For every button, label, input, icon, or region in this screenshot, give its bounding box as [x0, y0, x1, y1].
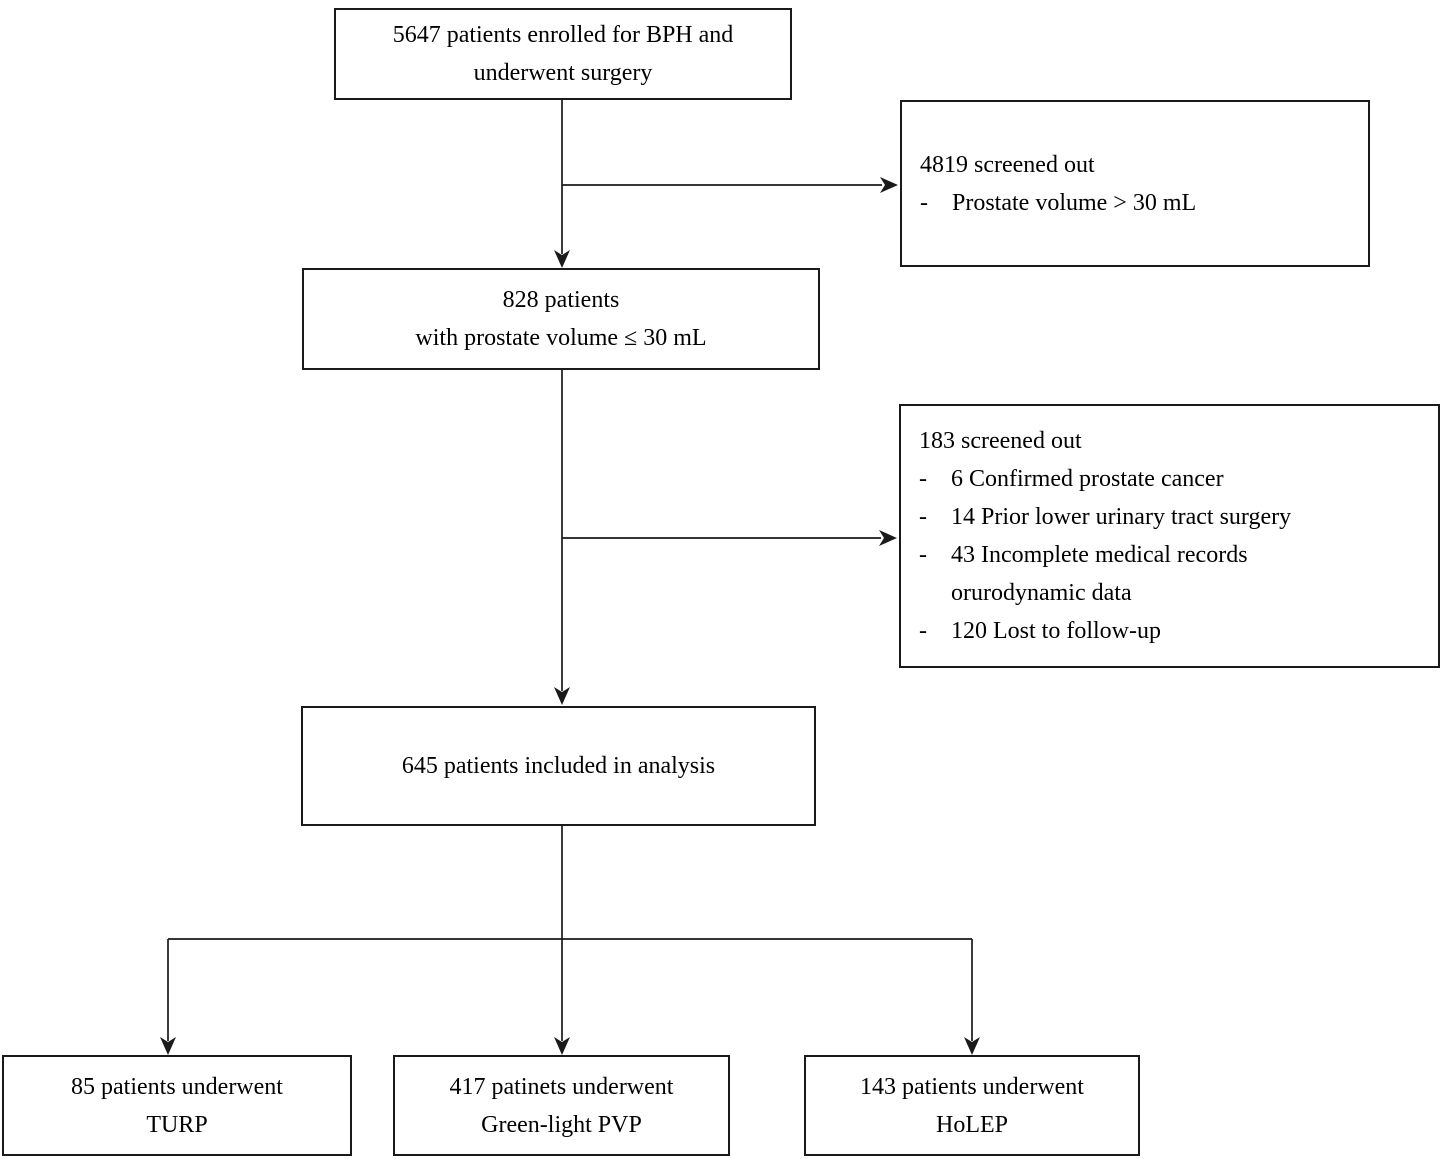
- exclusion-bullet: -: [919, 466, 927, 492]
- box-holep: 143 patients underwent HoLEP: [804, 1055, 1140, 1156]
- exclusion-bullet: -: [920, 189, 928, 216]
- exclusion-bullet: -: [919, 504, 927, 530]
- exclusion-item: - 14 Prior lower urinary tract surgery: [919, 498, 1428, 536]
- box-eligible-line-1: 828 patients: [502, 287, 620, 313]
- box-holep-line-1: 143 patients underwent: [860, 1073, 1084, 1100]
- exclusion-text: 120 Lost to follow-up: [951, 618, 1161, 644]
- box-pvp: 417 patinets underwent Green-light PVP: [393, 1055, 730, 1156]
- exclusion-text: 43 Incomplete medical records: [951, 542, 1248, 568]
- box-analysis-line-1: 645 patients included in analysis: [401, 753, 716, 779]
- exclusion-item: - Prostate volume > 30 mL: [920, 184, 1358, 222]
- exclusion-bullet: -: [919, 618, 927, 644]
- arrowhead-right-screened-1: [880, 177, 898, 193]
- arrowhead-down-analysis: [554, 687, 570, 705]
- box-turp-line-2: TURP: [146, 1111, 208, 1138]
- box-screened-out-2: 183 screened out - 6 Confirmed prostate …: [899, 404, 1440, 668]
- exclusion-item: - 43 Incomplete medical records: [919, 536, 1428, 574]
- box-screened-out-1-title: 4819 screened out: [920, 151, 1095, 178]
- exclusion-item: - 6 Confirmed prostate cancer: [919, 460, 1428, 498]
- exclusion-item-continuation: orurodynamic data: [919, 574, 1428, 612]
- box-holep-line-2: HoLEP: [936, 1111, 1008, 1138]
- exclusion-text: 6 Confirmed prostate cancer: [951, 466, 1224, 492]
- arrowhead-right-screened-2: [879, 530, 897, 546]
- exclusion-item: - 120 Lost to follow-up: [919, 612, 1428, 650]
- exclusion-text: 14 Prior lower urinary tract surgery: [951, 504, 1292, 530]
- box-turp-line-1: 85 patients underwent: [71, 1073, 283, 1100]
- box-screened-out-1: 4819 screened out - Prostate volume > 30…: [900, 100, 1370, 267]
- arrowhead-down-holep: [964, 1037, 980, 1055]
- box-enrolled: 5647 patients enrolled for BPH and under…: [334, 8, 792, 100]
- arrowhead-down-eligible: [554, 250, 570, 268]
- box-enrolled-line-2: underwent surgery: [473, 60, 653, 86]
- box-screened-out-2-title: 183 screened out: [919, 428, 1082, 454]
- box-enrolled-line-1: 5647 patients enrolled for BPH and: [392, 22, 734, 48]
- box-analysis: 645 patients included in analysis: [301, 706, 816, 826]
- exclusion-text: Prostate volume > 30 mL: [952, 189, 1197, 216]
- box-eligible-line-2: with prostate volume ≤ 30 mL: [415, 325, 707, 351]
- arrowhead-down-turp: [160, 1037, 176, 1055]
- exclusion-text: orurodynamic data: [951, 580, 1132, 606]
- box-turp: 85 patients underwent TURP: [2, 1055, 352, 1156]
- box-pvp-line-1: 417 patinets underwent: [449, 1073, 674, 1100]
- box-eligible: 828 patients with prostate volume ≤ 30 m…: [302, 268, 820, 370]
- arrowhead-down-pvp: [554, 1037, 570, 1055]
- box-pvp-line-2: Green-light PVP: [481, 1111, 642, 1138]
- exclusion-bullet: -: [919, 542, 927, 568]
